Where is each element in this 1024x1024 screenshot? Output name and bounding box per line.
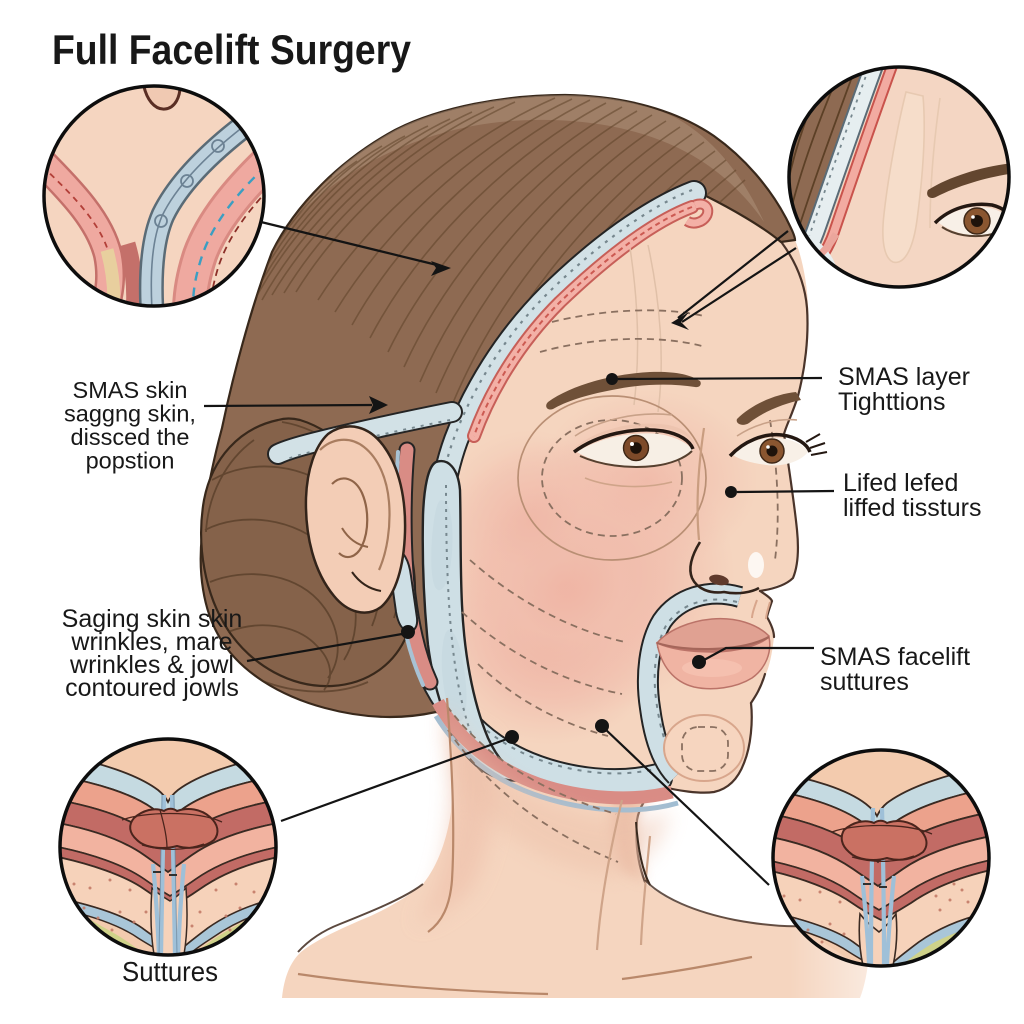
svg-text:liffed tissturs: liffed tissturs bbox=[843, 494, 981, 522]
svg-text:Saging skin skin: Saging skin skin bbox=[62, 605, 243, 633]
svg-text:Full Facelift Surgery: Full Facelift Surgery bbox=[52, 26, 412, 73]
svg-text:Lifed lefed: Lifed lefed bbox=[843, 469, 958, 497]
svg-text:SMAS skin: SMAS skin bbox=[73, 377, 188, 403]
svg-text:SMAS layer: SMAS layer bbox=[838, 363, 970, 391]
svg-text:wrinkles, mare: wrinkles, mare bbox=[70, 628, 232, 656]
svg-text:popstion: popstion bbox=[86, 448, 175, 474]
svg-text:Suttures: Suttures bbox=[122, 956, 218, 987]
svg-text:dissced the: dissced the bbox=[71, 424, 190, 450]
svg-text:suttures: suttures bbox=[820, 668, 909, 696]
svg-text:Tighttions: Tighttions bbox=[838, 388, 945, 416]
svg-text:contoured jowls: contoured jowls bbox=[65, 674, 239, 702]
svg-text:SMAS facelift: SMAS facelift bbox=[820, 643, 970, 671]
svg-text:wrinkles & jowl: wrinkles & jowl bbox=[69, 651, 234, 679]
svg-text:saggng skin,: saggng skin, bbox=[64, 401, 196, 427]
